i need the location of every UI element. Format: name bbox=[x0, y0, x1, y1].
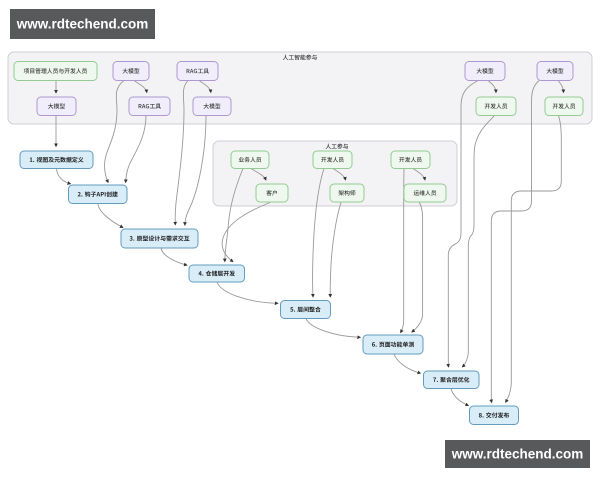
svg-text:www.rdtechend.com: www.rdtechend.com bbox=[16, 17, 149, 32]
svg-text:www.rdtechend.com: www.rdtechend.com bbox=[451, 447, 584, 462]
